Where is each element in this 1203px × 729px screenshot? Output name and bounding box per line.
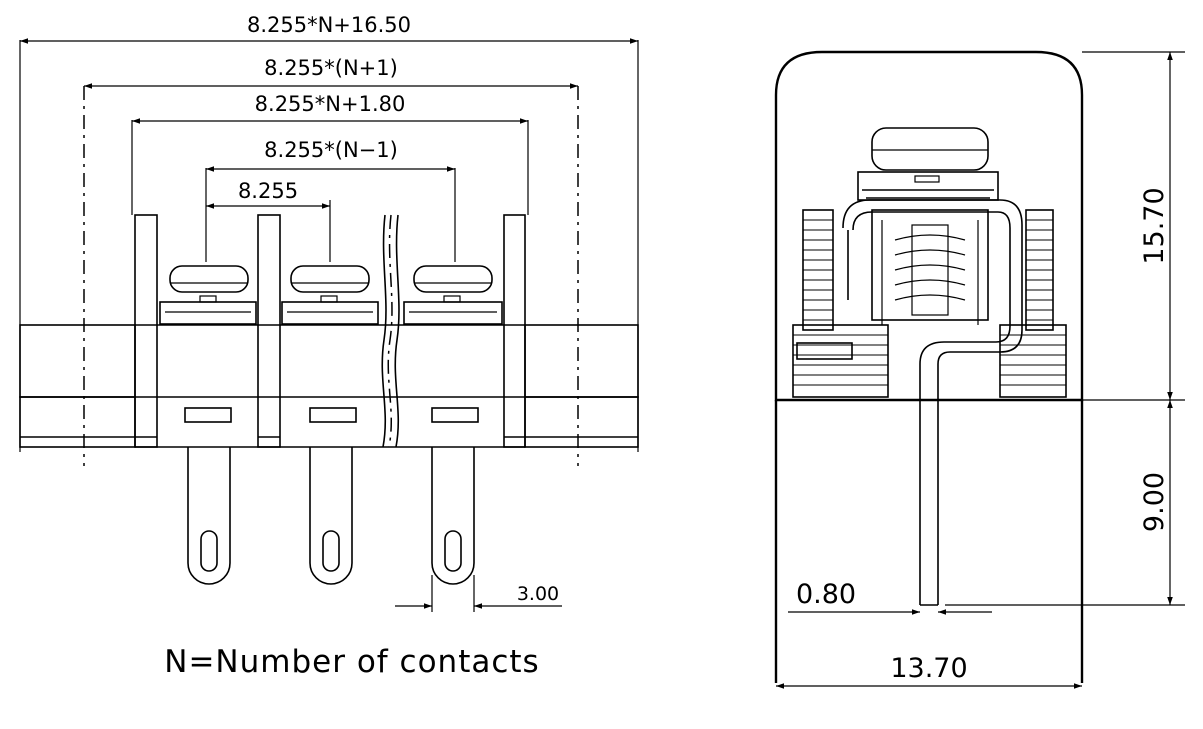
terminal-3 [403,265,503,585]
dim-height-lower-line: 9.00 [945,400,1185,606]
dim-width-label: 13.70 [890,653,967,684]
dim-pin-width-label: 3.00 [517,583,559,605]
dim-n-minus-1-line: 8.255*(N−1) [205,138,456,262]
dim-n-minus-1-label: 8.255*(N−1) [264,138,398,162]
dim-width-line: 13.70 [776,653,1082,689]
front-view: 8.255*N+16.50 8.255*(N+1) 8.255*N+1.80 8… [19,13,639,680]
housing-upper [774,50,1084,402]
dim-pin-width-line: 3.00 [395,575,562,612]
dim-total-line: 8.255*N+16.50 [19,13,639,452]
terminal-body [19,214,639,448]
dim-n-plus-180-label: 8.255*N+1.80 [255,92,406,116]
legend-number-of-contacts: N=Number of contacts [164,644,539,680]
terminal-1 [159,265,257,585]
screw [857,127,999,325]
dim-height-lower-label: 9.00 [1139,472,1170,532]
side-view: 15.70 9.00 0.80 13.70 [774,50,1185,689]
dim-height-upper-label: 15.70 [1139,187,1170,264]
dim-n-plus-1-line: 8.255*(N+1) [83,56,579,466]
dim-height-upper-line: 15.70 [1082,51,1185,401]
dim-n-plus-180-line: 8.255*N+1.80 [131,92,529,215]
dim-n-plus-1-label: 8.255*(N+1) [264,56,398,80]
hatched-walls [792,209,1067,398]
terminal-2 [281,265,379,585]
dim-pin-thickness-line: 0.80 [788,579,992,615]
dim-pitch-label: 8.255 [238,179,298,203]
contact-pin [842,199,1023,606]
dim-pin-thickness-label: 0.80 [796,579,856,610]
dim-total-label: 8.255*N+16.50 [247,13,411,37]
dim-pitch-line: 8.255 [206,179,331,262]
